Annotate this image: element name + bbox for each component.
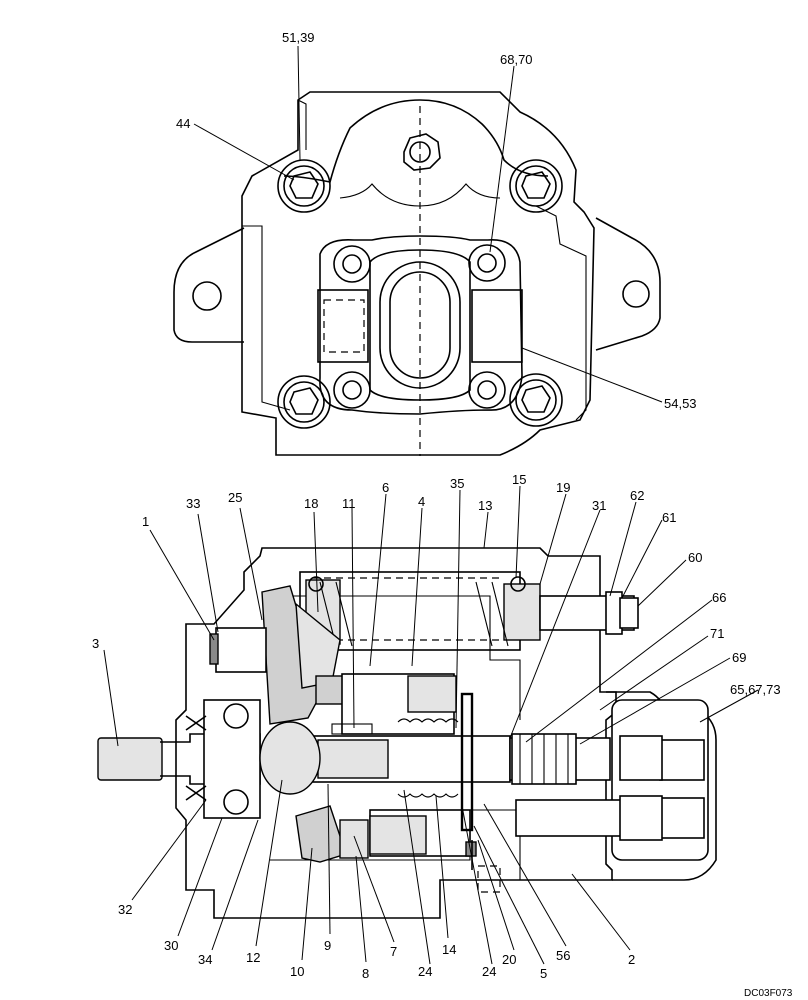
callout-33: 33 [186, 496, 200, 511]
bearing-ball-bottom [223, 789, 249, 815]
center-spring-top [397, 718, 459, 723]
bolt-bottom-left [277, 375, 331, 429]
callout-2: 2 [628, 952, 635, 967]
center-spring-bottom [397, 793, 459, 798]
callout-65-67-73: 65,67,73 [730, 682, 781, 697]
top-nut [403, 133, 441, 171]
callout-12: 12 [246, 950, 260, 965]
bolt-top-right [509, 159, 563, 213]
callout-25: 25 [228, 490, 242, 505]
flange-right-lug [471, 289, 523, 363]
flange-bolt-lower-right [468, 371, 506, 409]
flange-body [369, 249, 471, 401]
top-view-leaders [193, 45, 663, 403]
housing-outline [241, 91, 595, 456]
gear-pump-upper [659, 739, 705, 781]
callout-9: 9 [324, 938, 331, 953]
left-ear-hole [192, 281, 222, 311]
coupling-splines [519, 734, 569, 784]
port-flange [319, 235, 523, 415]
piston-ball-left [308, 576, 324, 592]
callout-35: 35 [450, 476, 464, 491]
flange-lug-dashed [323, 299, 365, 353]
callout-4: 4 [418, 494, 425, 509]
gear-pump-nut [619, 735, 663, 781]
control-valve-cap [209, 633, 219, 665]
drive-shaft-end [97, 737, 163, 781]
shaft-seal-x-top [185, 715, 207, 731]
callout-7: 7 [390, 944, 397, 959]
port-opening-inner [389, 271, 451, 379]
piston-upper [407, 675, 457, 713]
callout-11: 11 [342, 496, 356, 511]
control-valve [215, 627, 267, 673]
callout-8: 8 [362, 966, 369, 981]
callout-24-left: 24 [418, 964, 432, 979]
callout-66: 66 [712, 590, 726, 605]
callout-1: 1 [142, 514, 149, 529]
pump-end-view [173, 91, 661, 456]
flange-bolt-lower-left [333, 371, 371, 409]
callout-60: 60 [688, 550, 702, 565]
shaft-ball-joint [259, 721, 321, 795]
flange-left-lug [317, 289, 369, 363]
callout-31: 31 [592, 498, 606, 513]
callout-10: 10 [290, 964, 304, 979]
callout-34: 34 [198, 952, 212, 967]
bolt-top-left [277, 159, 331, 213]
housing-inner-step [297, 99, 307, 150]
callout-51-39: 51,39 [282, 30, 315, 45]
bearing-ball-top [223, 703, 249, 729]
callout-56: 56 [556, 948, 570, 963]
callout-61: 61 [662, 510, 676, 525]
callout-71: 71 [710, 626, 724, 641]
pump-section-view [97, 547, 717, 919]
callout-24-right: 24 [482, 964, 496, 979]
drawing-code: DC03F073 [744, 988, 793, 999]
left-mounting-ear [173, 227, 245, 343]
callout-68-70: 68,70 [500, 52, 533, 67]
shaft-seal-x-bottom [185, 785, 207, 801]
callout-14: 14 [442, 942, 456, 957]
gear-pump-lower [659, 797, 705, 839]
callout-5: 5 [540, 966, 547, 981]
callout-15: 15 [512, 472, 526, 487]
callout-20: 20 [502, 952, 516, 967]
gear-pump-nut-lower [619, 795, 663, 841]
right-ear-hole [622, 280, 650, 308]
callout-69: 69 [732, 650, 746, 665]
swashplate [261, 585, 323, 725]
lower-shoe [295, 805, 347, 863]
adjust-screw-end [619, 597, 639, 629]
callout-13: 13 [478, 498, 492, 513]
piston-ball-right [510, 576, 526, 592]
section-view-leaders [103, 485, 759, 965]
callout-44: 44 [176, 116, 190, 131]
callout-62: 62 [630, 488, 644, 503]
callout-6: 6 [382, 480, 389, 495]
piston-lower [369, 815, 427, 855]
flange-bolt-upper-right [468, 244, 506, 282]
retainer-ring [331, 723, 373, 735]
lower-shoe-pad [339, 819, 369, 859]
bolt-bottom-right [509, 373, 563, 427]
servo-piston-right [503, 583, 541, 641]
flange-bolt-upper-left [333, 245, 371, 283]
callout-54-53: 54,53 [664, 396, 697, 411]
port-opening-outer [379, 261, 461, 389]
callout-32: 32 [118, 902, 132, 917]
shaft-bearing-outer [203, 699, 261, 819]
callout-19: 19 [556, 480, 570, 495]
right-housing-detail [535, 205, 587, 421]
callout-3: 3 [92, 636, 99, 651]
callout-30: 30 [164, 938, 178, 953]
cylinder-shaft-center [317, 739, 389, 779]
callout-18: 18 [304, 496, 318, 511]
section-housing-outline [175, 547, 617, 919]
servo-spring [319, 581, 509, 647]
left-housing-detail [242, 225, 291, 411]
right-mounting-ear [595, 217, 661, 351]
